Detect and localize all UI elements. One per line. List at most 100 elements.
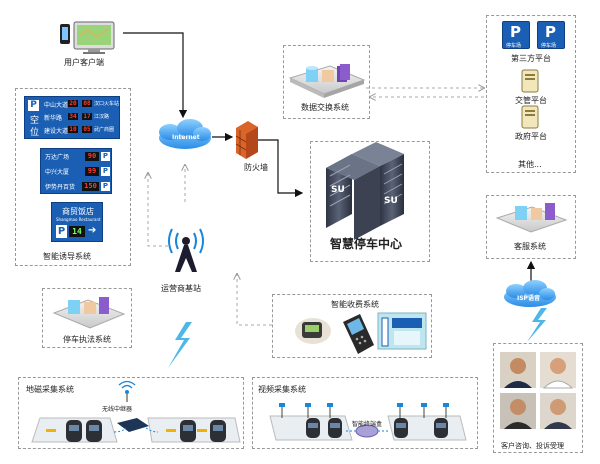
guidance-sign-top: P 空 位 中山大道 20 新华路 34 建设大道 10 08 汉口火车站 17…	[24, 96, 120, 139]
car-icon	[306, 418, 320, 438]
car-icon	[66, 420, 82, 442]
car-icon	[434, 418, 448, 438]
fee-system-label: 智能收费系统	[331, 300, 379, 309]
camera-icon	[421, 403, 427, 418]
parking-logo-2: P 停车场	[537, 21, 565, 49]
user-client-icon	[60, 21, 115, 54]
sign-mid-name: 伊势丹百货	[45, 184, 76, 191]
isp-cloud-icon	[504, 280, 556, 307]
parking-logo-2-sub: 停车场	[541, 43, 557, 49]
sign-mid-p: P	[101, 167, 110, 176]
data-exchange-group	[283, 45, 370, 119]
sign-bottom-value: 14	[69, 226, 85, 237]
sign-mid-value: 150	[82, 182, 99, 191]
arrow-right-icon: ➔	[88, 225, 97, 236]
camera-icon	[397, 403, 403, 418]
car-icon	[328, 418, 342, 438]
video-group	[252, 377, 478, 449]
smart-gateway-label: 智能终端盒	[352, 421, 383, 428]
sign-mid-name: 万达广场	[45, 154, 70, 161]
parking-logo-2-letter: P	[545, 23, 556, 41]
sign-mid-p: P	[101, 182, 110, 191]
firewall-label: 防火墙	[244, 163, 268, 172]
parking-logo-1: P 停车场	[502, 21, 530, 49]
customer-service-icon	[495, 203, 568, 233]
customer-caption: 客户咨询、投诉受理	[501, 442, 564, 450]
customer-photo	[540, 352, 576, 389]
camera-icon	[279, 403, 285, 418]
third-party-group	[486, 15, 576, 173]
gov-platform-label: 政府平台	[515, 132, 547, 141]
traffic-platform-server-icon	[521, 69, 539, 93]
enforcement-label: 停车执法系统	[63, 335, 111, 344]
sign-top-row-name: 建设大道	[44, 128, 69, 135]
arrow-firewall-to-center	[255, 139, 304, 198]
sign-mid-value: 99	[85, 167, 99, 176]
car-icon	[210, 420, 226, 442]
parking-logo-1-letter: P	[510, 23, 521, 41]
customer-photo	[540, 393, 576, 429]
pos-terminal-icon	[343, 314, 374, 354]
sign-top-kong: 空	[30, 116, 40, 126]
geomagnetic-label: 地磁采集系统	[26, 385, 74, 394]
sign-top-right-value: 17	[82, 113, 92, 120]
enforcement-icon	[52, 297, 126, 329]
data-exchange-label: 数据交换系统	[301, 103, 349, 112]
gov-platform-server-icon	[521, 105, 539, 129]
server-label: SU	[331, 185, 345, 195]
sign-mid-p: P	[101, 152, 110, 161]
wireless-bolt-icon	[168, 322, 192, 368]
sign-top-right-name: 江汉路	[94, 114, 110, 120]
arrow-client-to-internet	[123, 32, 188, 119]
sign-bottom-p: P	[56, 225, 67, 238]
isp-voice-label: ISP语音	[517, 295, 540, 302]
smart-center-label: 智慧停车中心	[330, 237, 403, 251]
server-label: SU	[384, 196, 398, 206]
sign-top-wei: 位	[30, 128, 40, 138]
sign-bottom-title: 商贸饭店	[62, 207, 94, 216]
wireless-relay-label: 无线中继器	[102, 406, 133, 413]
car-icon	[394, 418, 408, 438]
user-client-label: 用户客户端	[64, 58, 104, 67]
customer-photo	[500, 352, 536, 388]
smart-center-group	[310, 141, 430, 262]
fee-group	[272, 294, 432, 358]
customer-service-label: 客服系统	[514, 242, 546, 251]
guidance-sign-bottom: 商贸饭店 Shangmao Restaurant P 14 ➔	[51, 202, 103, 242]
pay-station-icon	[377, 312, 427, 350]
video-capture-label: 视频采集系统	[258, 385, 306, 394]
other-label: 其他...	[518, 160, 542, 169]
guidance-group	[15, 88, 131, 266]
camera-icon	[443, 403, 449, 418]
wireless-relay-icon	[117, 380, 149, 432]
sign-top-row-name: 新华路	[44, 115, 63, 122]
sign-top-right-name: 武广商圈	[94, 127, 115, 133]
enforcement-group	[42, 288, 132, 348]
card-reader-icon	[295, 318, 331, 344]
sign-top-row-value: 34	[68, 113, 78, 120]
customer-photo	[500, 393, 536, 429]
sign-bottom-subtitle: Shangmao Restaurant	[56, 217, 101, 222]
traffic-platform-label: 交管平台	[515, 96, 547, 105]
car-icon	[86, 420, 102, 442]
isp-bolt-icon	[527, 308, 547, 342]
data-exchange-icon	[288, 64, 366, 98]
sign-top-row-value: 10	[68, 126, 78, 133]
arrow-fee-to-base	[237, 274, 272, 326]
server-rack-icon	[326, 142, 404, 240]
sign-top-right-value: 08	[82, 100, 92, 107]
geomagnetic-group	[18, 377, 244, 449]
guidance-sign-mid: 万达广场 90 P 中兴大厦 99 P 伊势丹百货 150 P	[40, 148, 112, 194]
customer-service-group	[486, 195, 576, 259]
base-station-icon	[168, 228, 204, 272]
customer-photo-group	[493, 343, 583, 453]
sign-mid-name: 中兴大厦	[45, 169, 70, 176]
guidance-label: 智能诱导系统	[43, 252, 91, 261]
smart-gateway-icon	[346, 424, 388, 438]
sign-top-row-value: 20	[68, 100, 78, 107]
internet-label: Internet	[172, 134, 200, 141]
parking-logo-1-sub: 停车场	[506, 43, 522, 49]
car-icon	[180, 420, 196, 442]
arrow-to-guidance	[148, 173, 168, 247]
